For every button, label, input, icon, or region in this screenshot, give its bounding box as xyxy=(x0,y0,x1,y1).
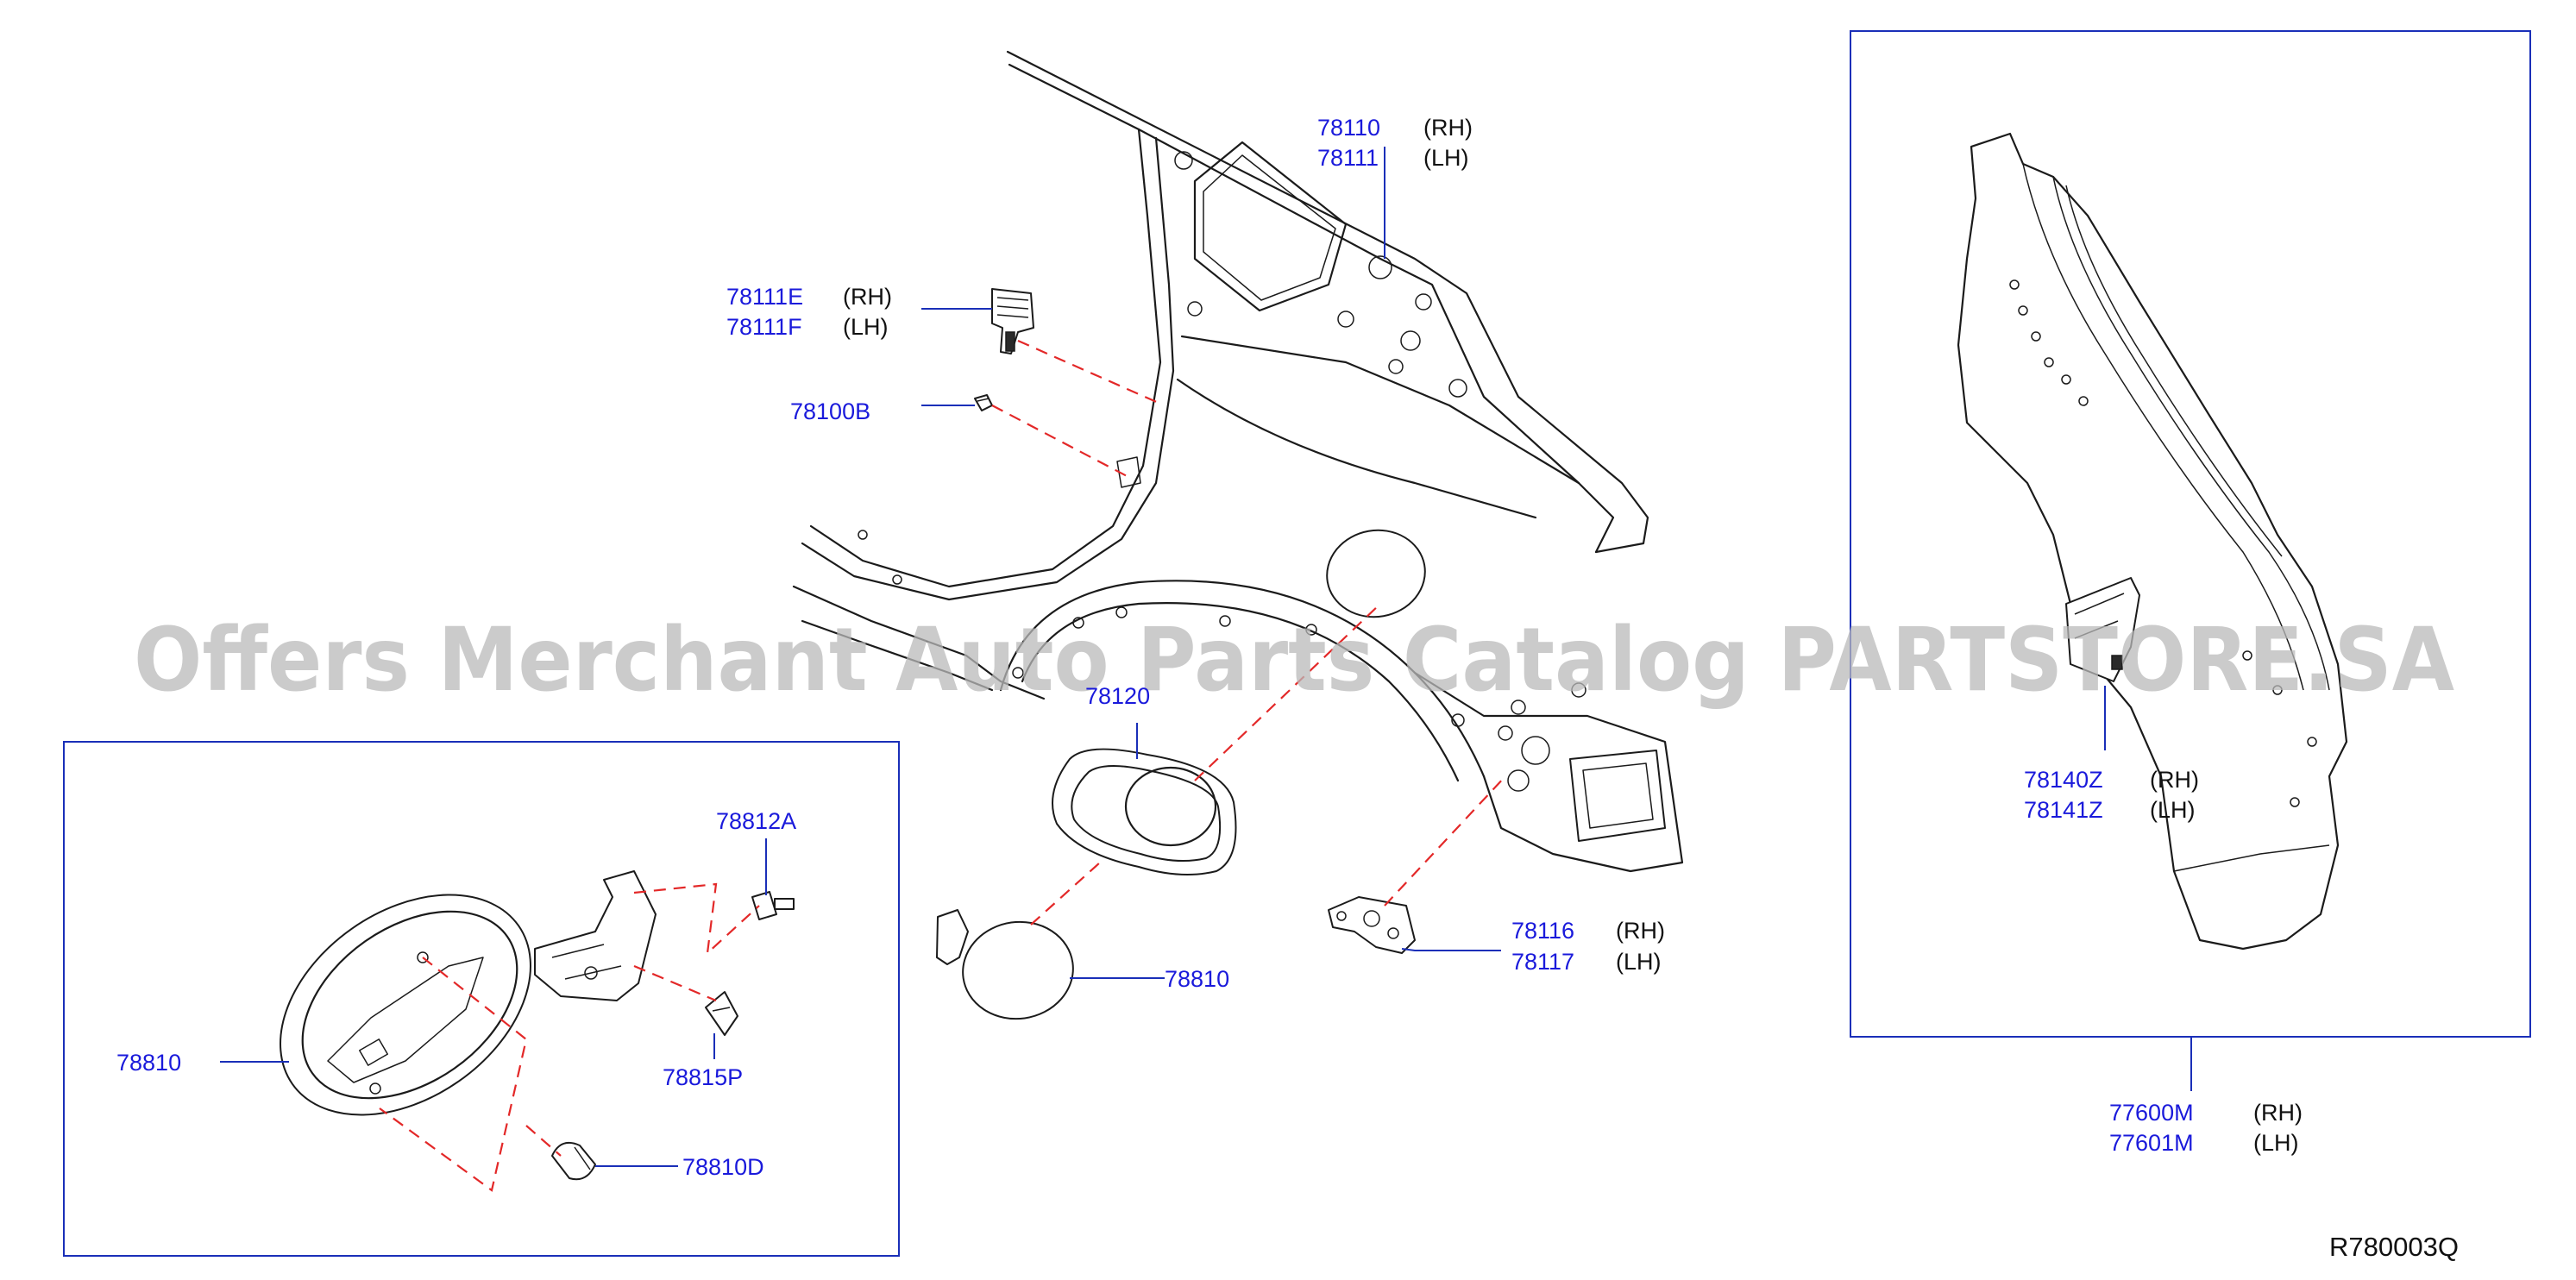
part-78140z-bracket[interactable] xyxy=(2065,577,2140,682)
callout-77600m-number[interactable]: 77600M xyxy=(2109,1100,2194,1126)
callout-78812a-number[interactable]: 78812A xyxy=(716,808,796,834)
callout-78117-side: (LH) xyxy=(1616,949,1662,975)
diagram-code: R780003Q xyxy=(2329,1232,2459,1262)
rear-quarter-panel-drawing xyxy=(792,50,1684,873)
callout-78141z-number[interactable]: 78141Z xyxy=(2024,797,2103,823)
inner-panel-inset-panel xyxy=(1850,30,2531,1038)
callout-78116-number[interactable]: 78116 xyxy=(1511,918,1574,944)
watermark-text: Offers Merchant Auto Parts Catalog PARTS… xyxy=(134,609,2454,712)
callout-78100b-number[interactable]: 78100B xyxy=(790,398,870,424)
part-78810d-bumper[interactable] xyxy=(551,1142,596,1181)
callout-77601m-number[interactable]: 77601M xyxy=(2109,1130,2194,1156)
inner-panel-holes xyxy=(2009,279,2317,807)
panel-holes xyxy=(858,151,1586,792)
callout-78110-side: (RH) xyxy=(1423,115,1473,141)
part-78116-bracket[interactable] xyxy=(1328,896,1416,954)
part-78810-fuel-lid[interactable] xyxy=(936,909,1079,1026)
callout-78110-number[interactable]: 78110 xyxy=(1317,115,1380,141)
callout-78810-lid-number[interactable]: 78810 xyxy=(1165,966,1229,992)
part-78810-inset-lid[interactable] xyxy=(239,850,657,1160)
callout-77601m-side: (LH) xyxy=(2253,1130,2299,1156)
callout-77600m-side: (RH) xyxy=(2253,1100,2303,1126)
callout-78117-number[interactable]: 78117 xyxy=(1511,949,1574,975)
callout-78111-number[interactable]: 78111 xyxy=(1317,145,1379,171)
callout-78111e-side: (RH) xyxy=(843,284,892,310)
part-78815p-clip[interactable] xyxy=(705,991,738,1036)
callout-78140z-side: (RH) xyxy=(2150,767,2199,793)
callout-78116-side: (RH) xyxy=(1616,918,1665,944)
callout-78111f-number[interactable]: 78111F xyxy=(726,314,802,340)
callout-78111f-side: (LH) xyxy=(843,314,889,340)
callout-78111e-number[interactable]: 78111E xyxy=(726,284,803,310)
part-78111e-clip[interactable] xyxy=(991,288,1034,355)
callout-78810-inset-number[interactable]: 78810 xyxy=(116,1050,181,1076)
callout-78810d-number[interactable]: 78810D xyxy=(682,1154,764,1180)
callout-78120-number[interactable]: 78120 xyxy=(1085,683,1150,709)
callout-78140z-number[interactable]: 78140Z xyxy=(2024,767,2103,793)
callout-78141z-side: (LH) xyxy=(2150,797,2196,823)
assembly-dashed-lines xyxy=(379,339,1506,1192)
part-78120-filler-base[interactable] xyxy=(1052,748,1237,875)
callout-78111-side: (LH) xyxy=(1423,145,1469,171)
callout-labels: 78110 (RH) 78111 (LH) 78111E (RH) 78111F… xyxy=(116,115,2303,1180)
part-78100b-nut[interactable] xyxy=(974,394,993,411)
part-78812a-bolt[interactable] xyxy=(751,891,795,920)
leader-lines xyxy=(220,147,2192,1167)
callout-78815p-number[interactable]: 78815P xyxy=(663,1064,743,1090)
part-77600m-inner-panel[interactable] xyxy=(1957,132,2348,951)
